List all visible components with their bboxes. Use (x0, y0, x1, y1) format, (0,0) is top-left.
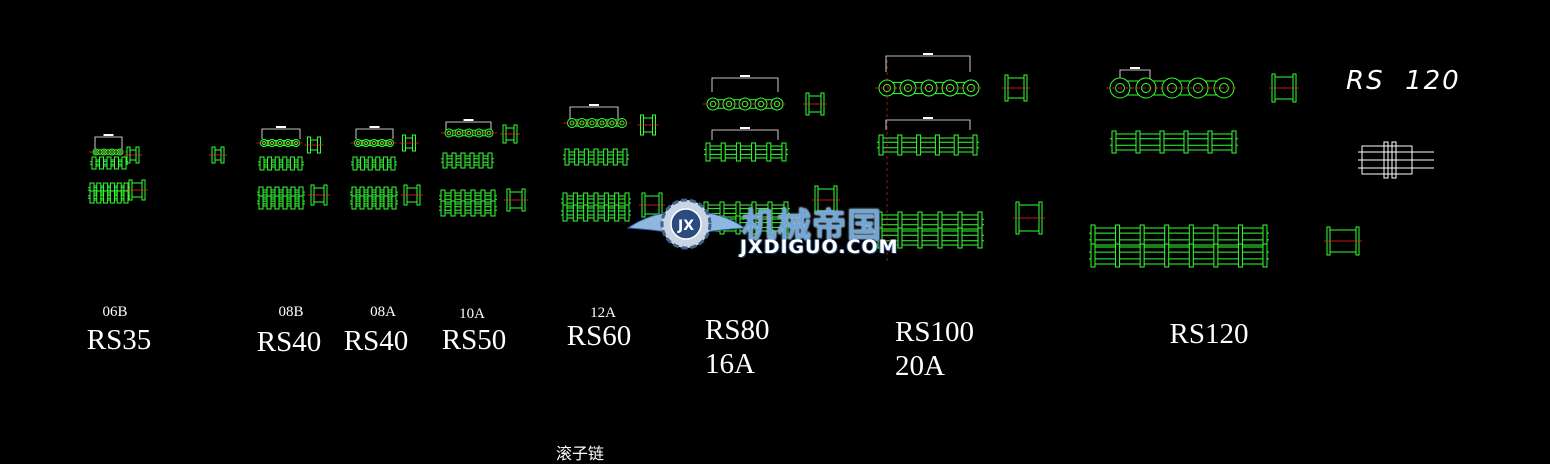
chain-label-rs120: RS120 (1169, 318, 1249, 350)
chain-code-16a: 16A (705, 348, 755, 380)
chain-rs50-drawing (439, 119, 528, 217)
chain-code-12a: 12A (590, 305, 616, 321)
chain-label-rs80: RS80 (705, 314, 770, 346)
chain-rs80-drawing (702, 75, 840, 235)
chain-code-20a: 20A (895, 350, 945, 382)
watermark-logo-icon: JX (626, 198, 747, 250)
chain-rs40-08b-drawing (256, 126, 330, 210)
chain-label-rs100: RS100 (895, 316, 974, 348)
chain-rs35-drawing (88, 134, 227, 204)
rs120-white-detail (1358, 141, 1434, 179)
chain-code-06b: 06B (102, 304, 128, 320)
cad-drawing-canvas: JX (88, 53, 1434, 268)
chain-label-rs50: RS50 (441, 324, 507, 356)
chain-code-08a: 08A (370, 304, 396, 320)
chain-rs100-drawing (875, 53, 1045, 262)
chain-label-rs40-b: RS40 (256, 326, 322, 358)
chain-rs60-drawing (561, 104, 665, 222)
chain-label-rs40-a: RS40 (343, 325, 409, 357)
watermark-site-text: JXDIGUO.COM (740, 236, 899, 258)
chain-code-10a: 10A (459, 306, 485, 322)
chain-rs40-08a-drawing (350, 126, 423, 210)
chain-code-08b: 08B (278, 304, 304, 320)
chain-label-rs60: RS60 (566, 320, 632, 352)
drawing-footer-title: 滚子链 (556, 444, 605, 463)
rs120-italic-title: RS 120 (1346, 66, 1461, 96)
chain-label-rs35: RS35 (86, 324, 152, 356)
chain-rs120-drawing (1089, 67, 1362, 268)
watermark-logo-letters: JX (677, 218, 694, 234)
watermark-chinese-text: 机械帝国 (742, 206, 882, 246)
